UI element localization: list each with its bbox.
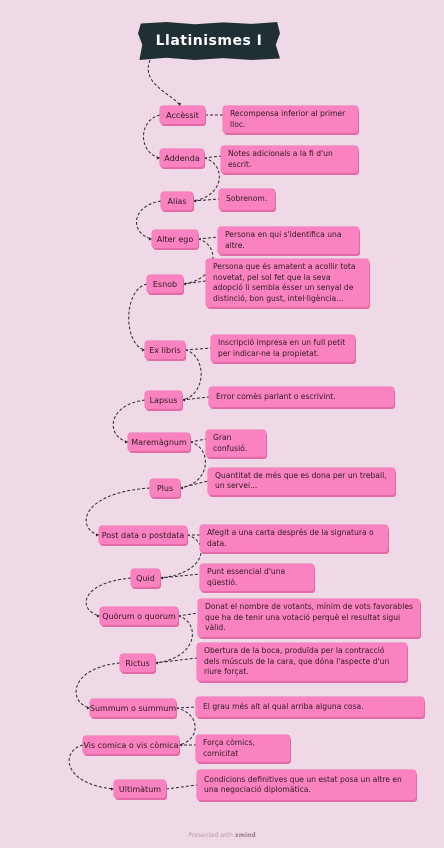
connector-term-11 (154, 615, 193, 664)
connector-title-to-first (147, 59, 181, 107)
definition-node-summum-o-summum[interactable]: El grau més alt al qual arriba alguna co… (196, 697, 424, 717)
connector-term-0 (143, 114, 161, 159)
connector-term-8 (85, 487, 151, 536)
connector-term-10 (85, 577, 132, 617)
term-node-summum-o-summum[interactable]: Summum o summum (90, 699, 176, 717)
definition-node-vis-comica-o-vis-comica[interactable]: Força còmics, comicitat (196, 735, 290, 762)
term-node-maremagnum[interactable]: Maremàgnum (128, 433, 190, 451)
connector-term-3 (182, 238, 214, 285)
connector-definition-3 (197, 236, 219, 240)
connector-term-4 (128, 283, 148, 351)
term-node-post-data-o-postdata[interactable]: Post data o postdata (99, 526, 187, 544)
connector-definition-13 (175, 706, 197, 709)
term-node-plus[interactable]: Plus (150, 479, 180, 497)
definition-node-ultimatum[interactable]: Condicions definitives que un estat posa… (197, 770, 416, 800)
term-node-lapsus[interactable]: Lapsus (145, 391, 182, 409)
connector-term-14 (68, 744, 115, 790)
arrow-head (156, 156, 160, 160)
term-node-ex-libris[interactable]: Ex libris (145, 341, 185, 359)
footer-brand: xmind (234, 832, 256, 839)
connector-definition-7 (189, 438, 207, 443)
connector-definition-6 (181, 396, 210, 401)
definition-node-accessit[interactable]: Recompensa inferior al primer lloc. (223, 106, 358, 133)
connector-term-13 (175, 707, 196, 746)
definition-node-rictus[interactable]: Obertura de la boca, produïda per la con… (197, 643, 407, 681)
arrow-head (110, 787, 114, 791)
connector-term-2 (136, 200, 162, 240)
definition-node-maremagnum[interactable]: Gran confusió. (206, 430, 266, 457)
term-node-rictus[interactable]: Rictus (120, 654, 155, 672)
definition-node-alter-ego[interactable]: Persona en qui s'identifica una altre. (218, 227, 359, 254)
term-node-alter-ego[interactable]: Alter ego (152, 230, 198, 248)
definition-node-ex-libris[interactable]: Inscripció impresa en un full petit per … (211, 335, 355, 362)
connector-definition-2 (192, 198, 220, 202)
term-node-vis-comica-o-vis-comica[interactable]: Vis comica o vis còmica (83, 736, 179, 754)
arrow-head (86, 706, 90, 710)
footer-prefix: Presented with (188, 832, 233, 839)
definition-node-plus[interactable]: Quantitat de més que es dona per un treb… (208, 467, 395, 495)
definition-node-quorum-o-quorum[interactable]: Donat el nombre de votants, mínim de vot… (198, 599, 420, 637)
connector-definition-5 (184, 347, 212, 351)
connector-definition-12 (154, 657, 198, 664)
term-node-quid[interactable]: Quid (131, 569, 160, 587)
arrow-head (96, 614, 100, 618)
connector-definition-4 (182, 280, 207, 285)
definition-node-esnob[interactable]: Persona que és amatent a acollir tota no… (206, 259, 369, 307)
connector-term-7 (179, 441, 206, 489)
connector-term-9 (159, 534, 202, 579)
connector-term-6 (112, 399, 146, 443)
definition-node-quid[interactable]: Punt essencial d'una qüestió. (200, 564, 314, 591)
central-topic-title[interactable]: Llatinismes I (138, 22, 280, 60)
arrow-head (124, 440, 128, 444)
connector-term-5 (181, 349, 202, 401)
definition-node-alias[interactable]: Sobrenom. (219, 188, 275, 210)
term-node-quorum-o-quorum[interactable]: Quòrum o quorum (100, 607, 178, 625)
arrow-head (148, 237, 152, 241)
definition-node-lapsus[interactable]: Error comès parlant o escrivint. (209, 387, 394, 407)
arrow-head (177, 102, 182, 106)
definition-node-addenda[interactable]: Notes adicionals a la fi d'un escrit. (221, 146, 358, 173)
connector-definition-10 (159, 573, 201, 579)
footer-credit: Presented with xmind (0, 832, 444, 839)
arrow-head (95, 533, 99, 537)
connector-term-12 (75, 662, 121, 709)
term-node-esnob[interactable]: Esnob (147, 275, 183, 293)
term-node-addenda[interactable]: Addenda (160, 149, 204, 167)
connector-definition-11 (177, 612, 199, 617)
definition-node-post-data-o-postdata[interactable]: Afegit a una carta després de la signatu… (200, 525, 388, 552)
connector-definition-15 (165, 784, 198, 790)
term-node-alias[interactable]: Alias (161, 192, 193, 210)
term-node-accessit[interactable]: Accèssit (160, 106, 205, 124)
connector-term-1 (192, 157, 220, 202)
arrow-head (141, 348, 145, 352)
term-node-ultimatum[interactable]: Ultimàtum (114, 780, 166, 798)
connector-definition-1 (203, 155, 222, 159)
